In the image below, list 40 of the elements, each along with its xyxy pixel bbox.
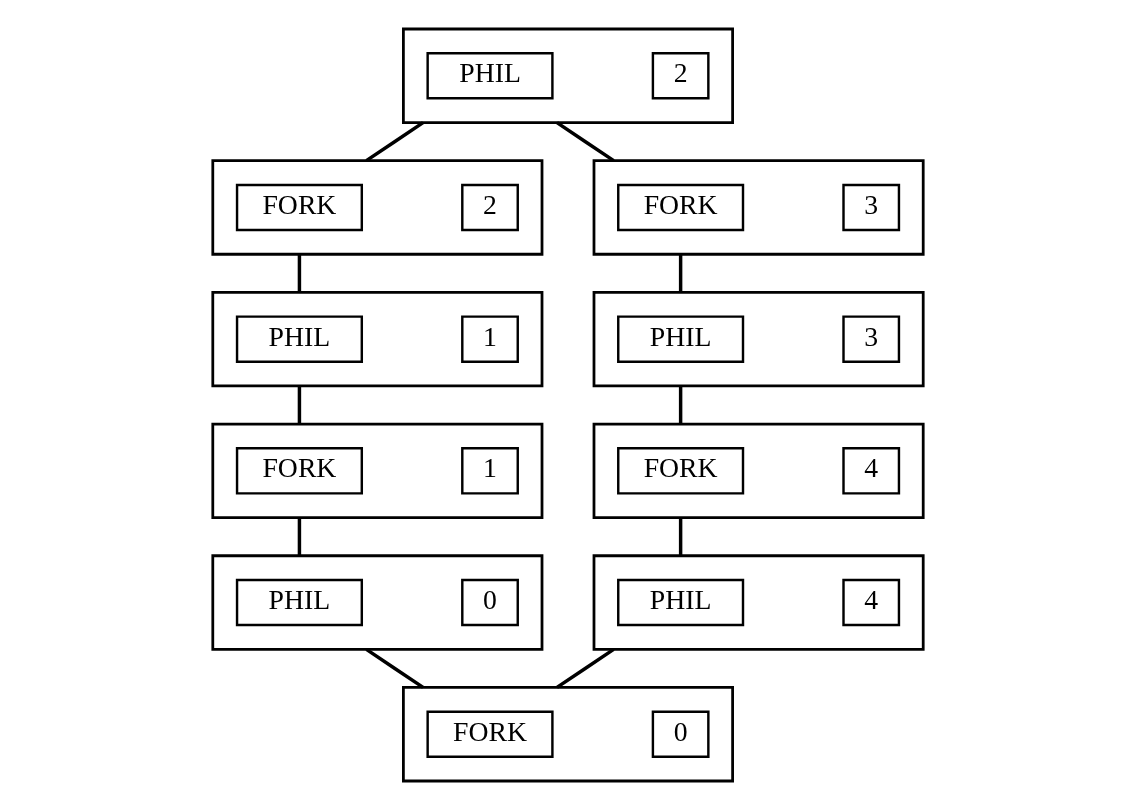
connector [678, 385, 682, 425]
node-box: 4 [841, 578, 900, 627]
connector [678, 517, 682, 556]
cluster [401, 27, 734, 124]
node-box: 0 [460, 578, 519, 627]
cluster [210, 422, 543, 519]
node-box: 1 [460, 447, 519, 495]
connector [678, 254, 682, 293]
node-box: 3 [841, 315, 900, 363]
node-box: 1 [460, 315, 519, 363]
node-box: FORK [425, 710, 554, 758]
cluster [592, 554, 925, 651]
node-box: 4 [841, 447, 900, 495]
node-box: 3 [841, 183, 900, 232]
node-box: 0 [651, 710, 710, 758]
cluster [210, 159, 543, 256]
connector [555, 647, 615, 689]
node-box: PHIL [235, 315, 363, 363]
node-box: FORK [616, 447, 744, 495]
cluster [210, 291, 543, 388]
node-box: PHIL [235, 578, 363, 627]
node-box: FORK [235, 447, 363, 495]
cluster [210, 554, 543, 651]
connector [297, 254, 301, 293]
node-box: PHIL [616, 315, 744, 363]
connector [364, 121, 424, 163]
node-box: PHIL [425, 52, 554, 100]
node-box: PHIL [616, 578, 744, 627]
cluster [592, 159, 925, 256]
connector [555, 121, 615, 163]
connector [364, 647, 424, 689]
node-box: FORK [616, 183, 744, 232]
node-box: 2 [651, 52, 710, 100]
cluster [401, 686, 734, 783]
node-box: FORK [235, 183, 363, 232]
connector [297, 517, 301, 556]
cluster [592, 422, 925, 519]
cluster [592, 291, 925, 388]
connector [297, 385, 301, 425]
node-box: 2 [460, 183, 519, 232]
